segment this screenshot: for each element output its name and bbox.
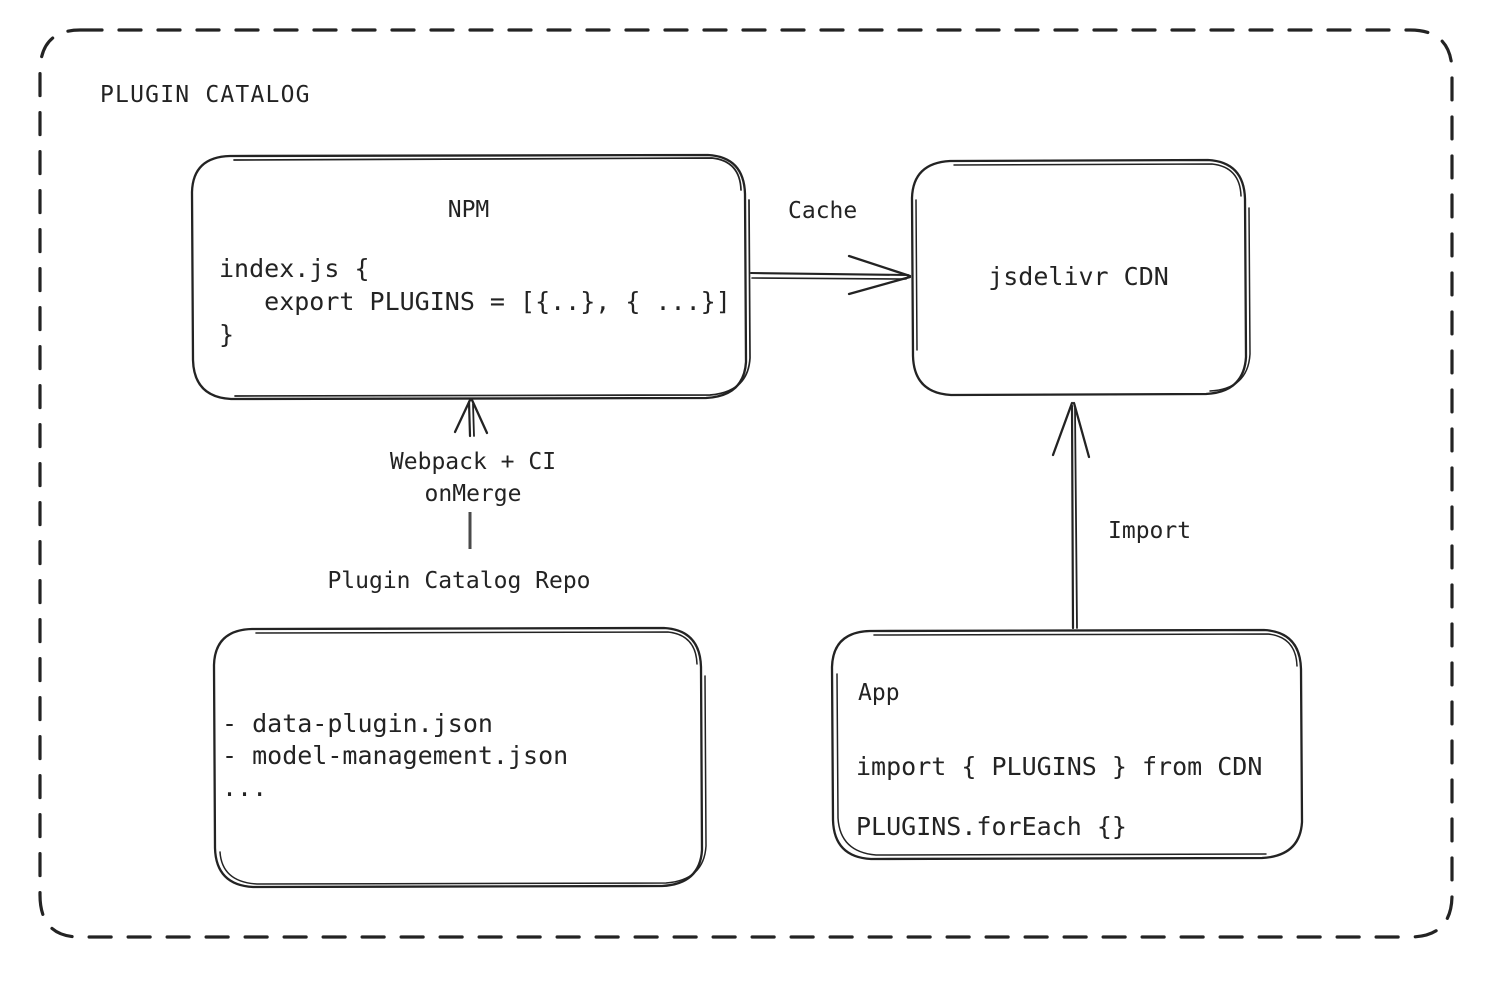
npm-node-code: index.js { export PLUGINS = [{..}, { ...… (219, 252, 731, 351)
edge-label-import: Import (1108, 518, 1192, 544)
edge-app-to-cdn (1051, 401, 1091, 630)
cdn-node-title: jsdelivr CDN (988, 262, 1169, 291)
edge-label-webpack-ci: Webpack + CI onMerge (368, 446, 578, 510)
app-node-code: import { PLUGINS } from CDN PLUGINS.forEa… (856, 737, 1262, 857)
npm-code-line-2: export PLUGINS = [{..}, { ...}] (219, 287, 731, 316)
npm-code-line-1: index.js { (219, 254, 370, 283)
repo-node-caption: Plugin Catalog Repo (327, 568, 591, 594)
app-code-line-1: import { PLUGINS } from CDN (856, 752, 1263, 781)
plugin-catalog-title: PLUGIN CATALOG (100, 82, 311, 108)
npm-code-line-3: } (219, 320, 235, 349)
npm-node-title: NPM (447, 197, 490, 223)
edge-label-cache: Cache (788, 198, 858, 224)
repo-node-file-list: - data-plugin.json - model-management.jso… (222, 708, 568, 804)
repo-list-item-2: - model-management.json (222, 741, 569, 770)
edge-npm-to-cdn (749, 254, 912, 296)
app-code-line-2: PLUGINS.forEach {} (856, 812, 1127, 841)
edge-label-webpack-line-1: Webpack + CI (389, 449, 557, 475)
repo-list-item-3: ... (222, 773, 268, 802)
repo-list-item-1: - data-plugin.json (222, 709, 493, 738)
edge-label-webpack-line-2: onMerge (424, 481, 522, 507)
app-node-title: App (858, 680, 900, 706)
